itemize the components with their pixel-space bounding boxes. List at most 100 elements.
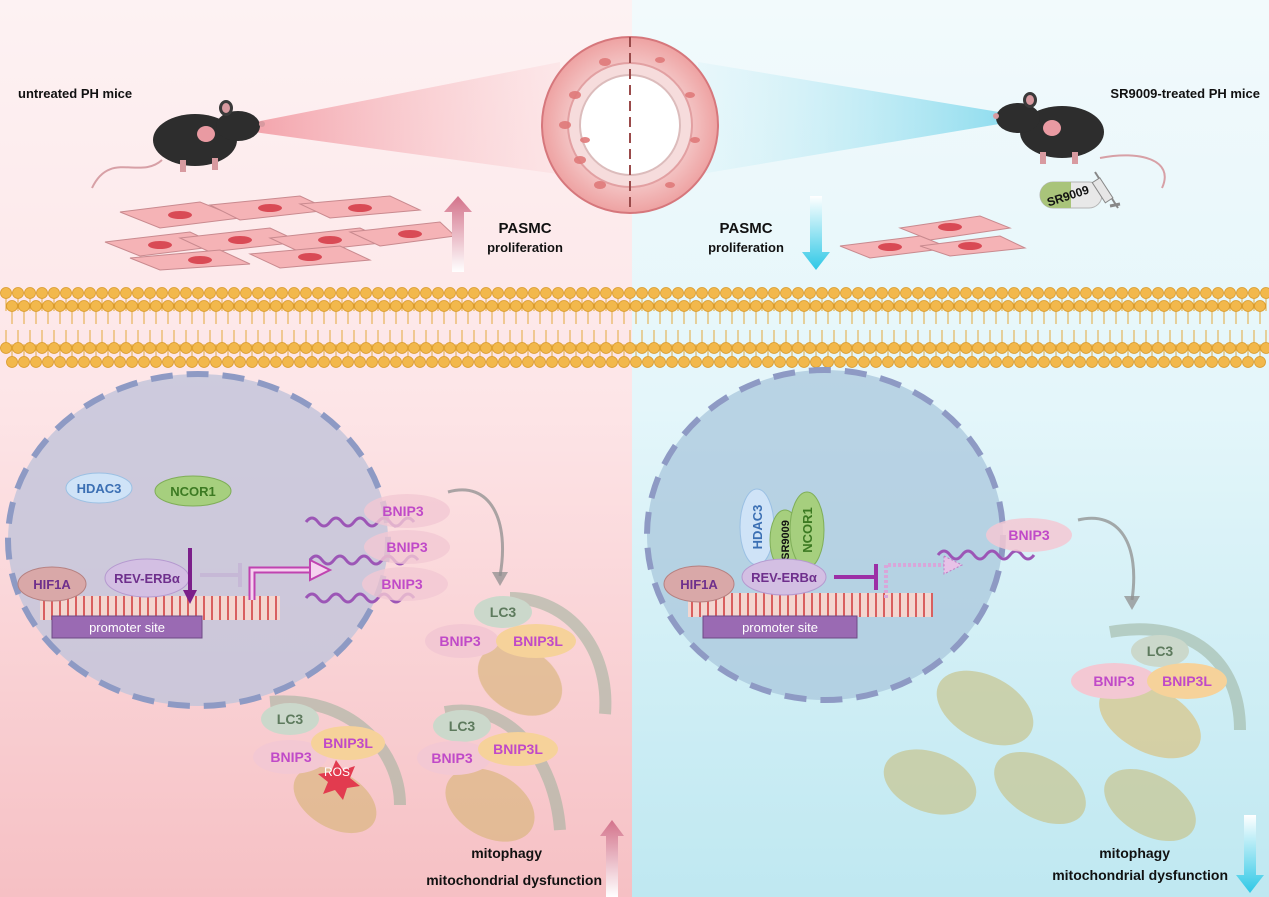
left-mrna-2 xyxy=(308,554,420,566)
lipid-head xyxy=(1248,342,1260,354)
lipid-head xyxy=(1182,356,1194,368)
lipid-head xyxy=(84,287,96,299)
lipid-head xyxy=(426,300,438,312)
lipid-head xyxy=(312,342,324,354)
lipid-head xyxy=(726,300,738,312)
lipid-head xyxy=(876,287,888,299)
lipid-head xyxy=(282,300,294,312)
lipid-head xyxy=(144,342,156,354)
lipid-head xyxy=(1026,300,1038,312)
right-reverb-label: REV-ERBα xyxy=(751,570,817,585)
lipid-head xyxy=(798,356,810,368)
lipid-head xyxy=(606,356,618,368)
lipid-head xyxy=(708,342,720,354)
left-mouse-icon xyxy=(91,100,265,189)
lipid-head xyxy=(1128,342,1140,354)
lipid-head xyxy=(1164,287,1176,299)
lipid-head xyxy=(180,342,192,354)
lipid-head xyxy=(786,300,798,312)
lipid-head xyxy=(252,287,264,299)
left-bnip3-label-br: BNIP3 xyxy=(431,750,472,766)
lipid-head xyxy=(810,300,822,312)
right-outcome-line1: mitophagy xyxy=(1099,845,1170,861)
right-dna-strand xyxy=(688,593,933,617)
right-mouse-icon xyxy=(993,92,1166,189)
lipid-head xyxy=(930,356,942,368)
lipid-head xyxy=(1098,356,1110,368)
lipid-head xyxy=(630,300,642,312)
lipid-head xyxy=(948,287,960,299)
lipid-head xyxy=(498,300,510,312)
lipid-head xyxy=(96,342,108,354)
lipid-head xyxy=(1080,287,1092,299)
lipid-head xyxy=(1194,300,1206,312)
lipid-head xyxy=(564,342,576,354)
lipid-head xyxy=(222,300,234,312)
lipid-head xyxy=(1020,342,1032,354)
lipid-head xyxy=(78,356,90,368)
lipid-head xyxy=(648,342,660,354)
lipid-head xyxy=(294,356,306,368)
lipid-head xyxy=(1050,300,1062,312)
lipid-head xyxy=(1122,300,1134,312)
left-bnip3-label-1: BNIP3 xyxy=(382,503,423,519)
right-bnip3-transcript-oval xyxy=(986,518,1072,552)
right-lc3-oval xyxy=(1131,635,1189,667)
lipid-head xyxy=(582,300,594,312)
lipid-head xyxy=(870,300,882,312)
lipid-head xyxy=(1212,287,1224,299)
lipid-head xyxy=(1182,300,1194,312)
lipid-head xyxy=(720,342,732,354)
lipid-head xyxy=(912,287,924,299)
lipid-head xyxy=(1134,300,1146,312)
lipid-head xyxy=(366,356,378,368)
lipid-head xyxy=(1062,300,1074,312)
right-outcome-line2: mitochondrial dysfunction xyxy=(1052,867,1228,883)
lipid-head xyxy=(12,342,24,354)
lipid-head xyxy=(1212,342,1224,354)
left-phagophore-top xyxy=(509,592,612,715)
left-bnip3-label-bl: BNIP3 xyxy=(270,749,311,765)
lipid-head xyxy=(288,342,300,354)
lipid-head xyxy=(384,342,396,354)
lipid-head xyxy=(630,356,642,368)
lipid-head xyxy=(402,356,414,368)
lipid-head xyxy=(762,300,774,312)
lipid-head xyxy=(594,356,606,368)
ros-burst-icon xyxy=(318,760,360,800)
left-nucleus xyxy=(5,371,391,709)
lipid-head xyxy=(24,287,36,299)
vessel-cross-section xyxy=(541,36,719,214)
lipid-head xyxy=(936,342,948,354)
lipid-head xyxy=(1152,342,1164,354)
lipid-head xyxy=(444,287,456,299)
left-bnip3-oval-br xyxy=(417,741,491,775)
lipid-head xyxy=(990,300,1002,312)
right-bnip3l-oval xyxy=(1147,663,1227,699)
lipid-head xyxy=(474,300,486,312)
lipid-head xyxy=(378,300,390,312)
lipid-head xyxy=(828,342,840,354)
lipid-head xyxy=(618,300,630,312)
lipid-head xyxy=(1098,300,1110,312)
lipid-head xyxy=(570,356,582,368)
lipid-head xyxy=(684,342,696,354)
lipid-head xyxy=(360,287,372,299)
lipid-head xyxy=(876,342,888,354)
lipid-head xyxy=(408,342,420,354)
lipid-head xyxy=(900,342,912,354)
left-bnip3l-oval-bl xyxy=(311,726,385,760)
lipid-head xyxy=(180,287,192,299)
right-sr9009-label: SR9009 xyxy=(780,520,792,560)
lipid-head xyxy=(114,356,126,368)
lipid-head xyxy=(1218,300,1230,312)
left-pasmc-subtitle: proliferation xyxy=(487,240,563,255)
lipid-head xyxy=(48,342,60,354)
lipid-head xyxy=(432,287,444,299)
lipid-head xyxy=(918,356,930,368)
lipid-head xyxy=(450,300,462,312)
lipid-head xyxy=(954,356,966,368)
lipid-head xyxy=(840,342,852,354)
lipid-head xyxy=(420,342,432,354)
right-blocked-arrowhead xyxy=(943,555,964,575)
